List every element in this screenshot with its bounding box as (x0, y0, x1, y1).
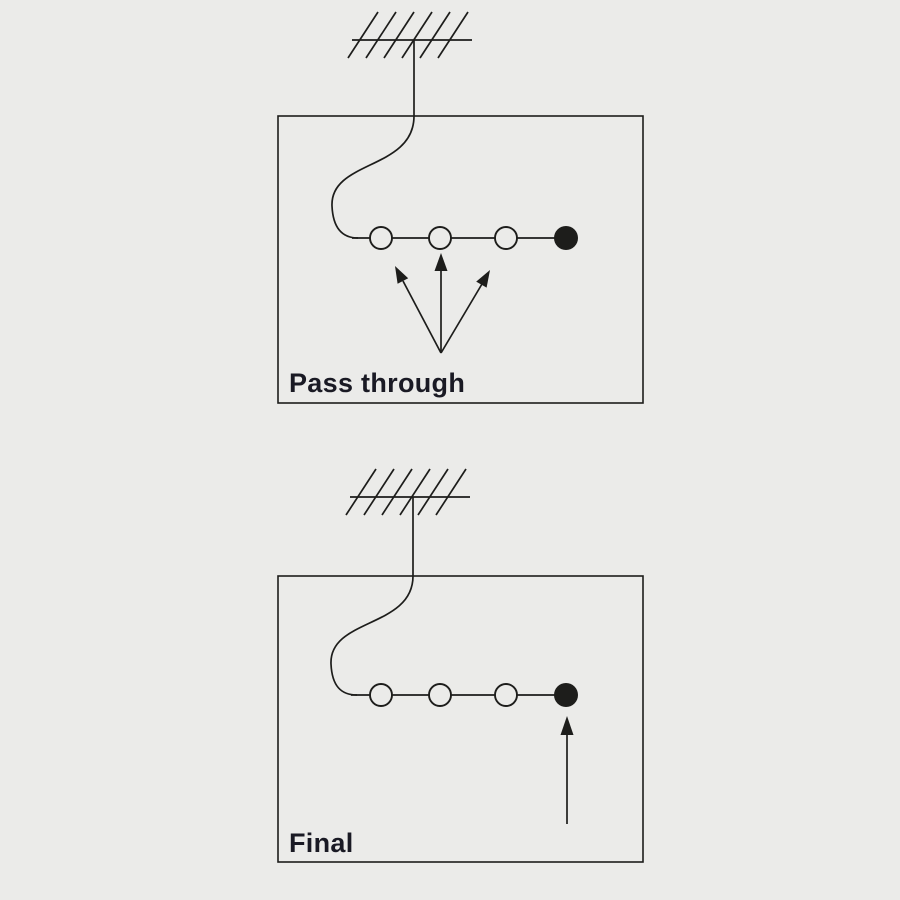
socket-terminal-dot (554, 683, 578, 707)
diagram-frame (277, 115, 644, 404)
socket-port-circle (369, 683, 393, 707)
final-diagram: Final (277, 468, 644, 863)
antenna-icon (347, 11, 472, 116)
socket-terminal-dot (554, 226, 578, 250)
socket-port-circle (428, 226, 452, 250)
cable-curve (331, 115, 415, 239)
signal-arrow-left (395, 266, 442, 354)
socket-port-circle (369, 226, 393, 250)
diagram-frame (277, 575, 644, 863)
signal-arrow-up (560, 716, 574, 824)
signal-arrows (395, 253, 490, 354)
socket-strip (352, 226, 578, 250)
arrowhead-icon (434, 253, 448, 271)
socket-strip (351, 683, 578, 707)
socket-port-circle (494, 226, 518, 250)
pass-through-diagram: Pass through (277, 11, 644, 404)
signal-arrow-center (434, 253, 448, 353)
antenna-icon (345, 468, 470, 576)
cable-curve (330, 575, 414, 696)
arrowhead-icon (476, 270, 490, 288)
socket-port-circle (494, 683, 518, 707)
arrowhead-icon (395, 266, 409, 284)
final-label: Final (289, 828, 354, 858)
pass-through-label: Pass through (289, 368, 465, 398)
socket-port-circle (428, 683, 452, 707)
signal-arrow-right (440, 270, 490, 354)
arrowhead-icon (560, 716, 574, 735)
